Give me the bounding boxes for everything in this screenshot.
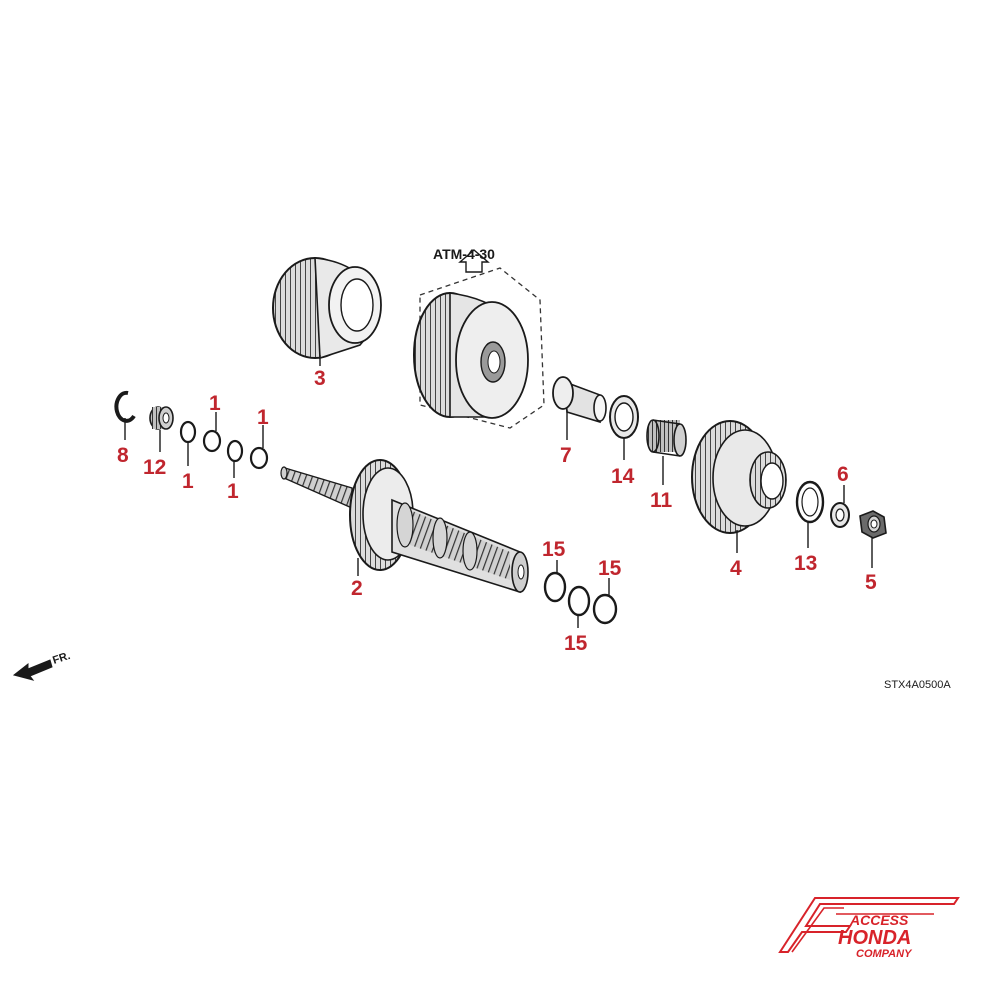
callout-12[interactable]: 12 [143, 456, 166, 479]
part-3-gear-drum[interactable] [272, 257, 382, 360]
callout-1-b[interactable]: 1 [209, 392, 221, 415]
reference-label[interactable]: ATM-4-30 [433, 246, 495, 262]
part-6-washer[interactable] [830, 502, 850, 528]
callout-2[interactable]: 2 [351, 577, 363, 600]
callout-15-a[interactable]: 15 [542, 538, 566, 561]
logo-access: ACCESS [849, 912, 909, 928]
logo-company: COMPANY [856, 948, 913, 960]
part-1-washer[interactable] [179, 420, 269, 470]
callout-13[interactable]: 13 [794, 552, 817, 575]
callout-6[interactable]: 6 [837, 463, 849, 486]
callout-14[interactable]: 14 [611, 465, 635, 488]
part-8-snap-ring[interactable] [114, 390, 136, 423]
part-4-gear[interactable] [691, 420, 787, 534]
callouts: 3 8 12 1 1 1 1 2 7 14 11 4 13 6 5 15 15 … [117, 367, 877, 655]
callout-11[interactable]: 11 [650, 489, 673, 512]
front-direction-label: FR. [51, 650, 72, 667]
diagram-code: STX4A0500A [884, 679, 951, 691]
part-14-thrust-washer[interactable] [609, 395, 639, 439]
callout-15-b[interactable]: 15 [564, 632, 588, 655]
part-2-countershaft[interactable] [280, 459, 529, 594]
part-15-shim[interactable] [543, 571, 618, 625]
front-direction-arrow [12, 659, 53, 681]
logo-honda: HONDA [838, 927, 911, 949]
callout-7[interactable]: 7 [560, 444, 572, 467]
callout-8[interactable]: 8 [117, 444, 129, 467]
callout-15-c[interactable]: 15 [598, 557, 622, 580]
callout-1-c[interactable]: 1 [227, 480, 239, 503]
part-12-needle-bearing[interactable] [149, 406, 174, 430]
part-11-needle-bearing[interactable] [646, 419, 687, 457]
callout-5[interactable]: 5 [865, 571, 877, 594]
part-7-collar[interactable] [552, 376, 607, 424]
clutch-assembly[interactable] [413, 267, 545, 429]
leader-lines [124, 355, 873, 628]
access-honda-logo: ACCESS HONDA COMPANY [778, 897, 960, 960]
callout-4[interactable]: 4 [730, 557, 742, 580]
reference-arrow [458, 249, 490, 273]
callout-1-d[interactable]: 1 [257, 406, 269, 429]
part-5-lock-nut[interactable] [859, 510, 887, 539]
callout-1-a[interactable]: 1 [182, 470, 194, 493]
callout-3[interactable]: 3 [314, 367, 326, 390]
part-13-washer[interactable] [795, 480, 825, 524]
